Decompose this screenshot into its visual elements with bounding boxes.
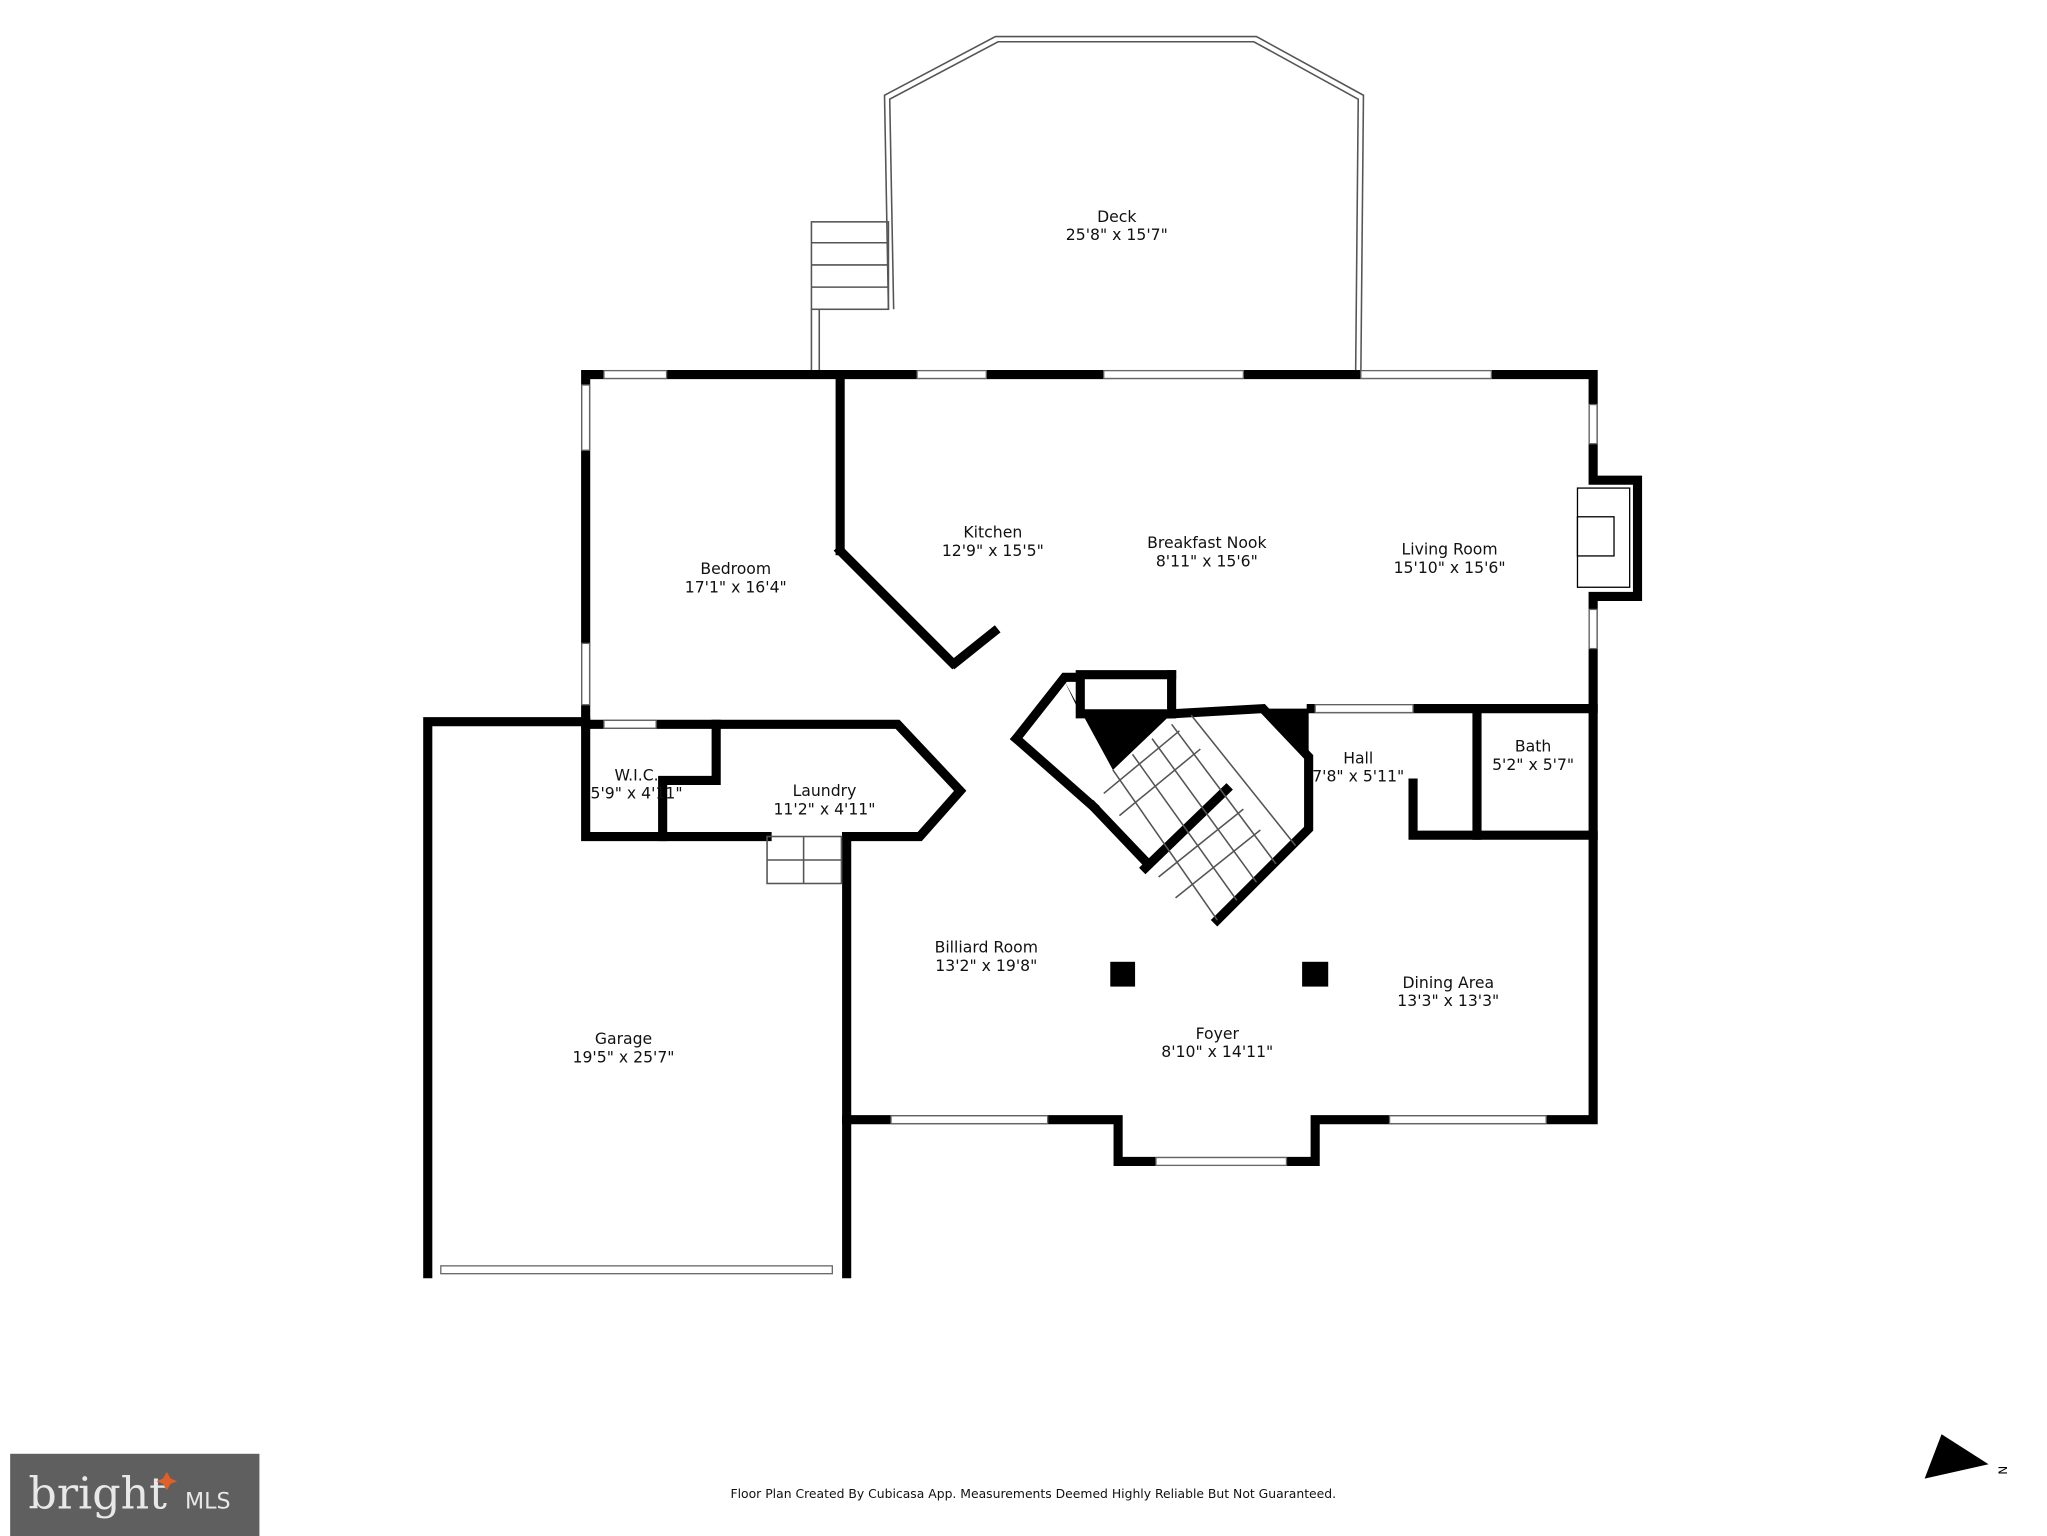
room-size: 5'2" x 5'7" [1492,755,1574,774]
deck-outline [810,35,1365,375]
room-name: W.I.C. [614,765,658,784]
room-size: 12'9" x 15'5" [942,541,1044,560]
room-name: Bath [1515,737,1551,756]
windows [440,369,1598,1275]
room-size: 15'10" x 15'6" [1394,558,1506,577]
room-name: Garage [595,1029,652,1048]
room-name: Bedroom [700,559,771,578]
room-labels: Deck 25'8" x 15'7" Kitchen 12'9" x 15'5"… [573,207,1575,1066]
room-size: 5'9" x 4'11" [591,784,683,803]
room-size: 13'3" x 13'3" [1397,991,1499,1010]
room-name: Dining Area [1403,973,1495,992]
svg-text:MLS: MLS [185,1489,231,1515]
room-name: Foyer [1196,1024,1240,1043]
compass-label: N [1996,1466,2010,1475]
room-size: 19'5" x 25'7" [573,1047,675,1066]
room-size: 25'8" x 15'7" [1066,225,1168,244]
room-size: 8'10" x 14'11" [1161,1042,1273,1061]
room-name: Kitchen [963,523,1022,542]
room-name: Deck [1097,207,1137,226]
room-size: 7'8" x 5'11" [1312,767,1404,786]
walls [423,369,1643,1279]
room-name: Hall [1343,748,1373,767]
room-name: Laundry [793,781,857,800]
room-size: 17'1" x 16'4" [685,577,787,596]
room-name: Billiard Room [935,938,1038,957]
svg-text:bright: bright [28,1469,167,1520]
room-size: 13'2" x 19'8" [935,956,1037,975]
staircase [766,714,1297,921]
north-arrow-icon: N [1924,1434,2010,1479]
room-size: 11'2" x 4'11" [773,799,875,818]
disclaimer: Floor Plan Created By Cubicasa App. Meas… [730,1486,1336,1501]
bright-mls-logo: bright MLS [10,1453,260,1536]
room-size: 8'11" x 15'6" [1156,551,1258,570]
room-name: Breakfast Nook [1147,533,1267,552]
room-name: Living Room [1402,540,1498,559]
